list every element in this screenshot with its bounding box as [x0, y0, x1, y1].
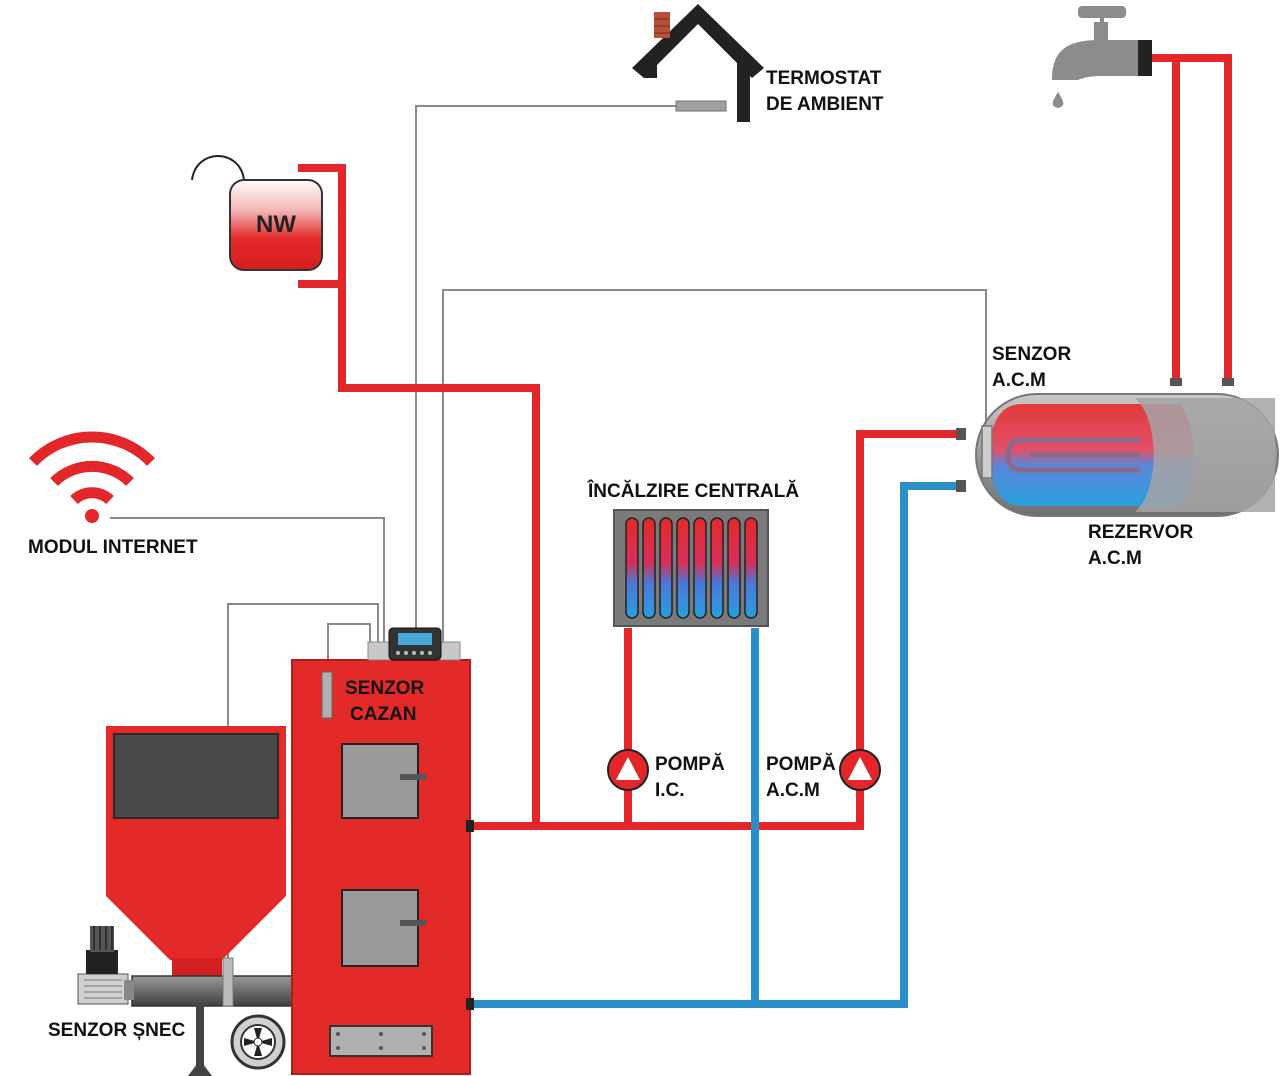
central-heating-label: ÎNCĂLZIRE CENTRALĂ [587, 480, 799, 502]
pump-ic-label: POMPĂ I.C. [655, 753, 730, 801]
screw-sensor-label: SENZOR ȘNEC [48, 1020, 186, 1041]
controller-icon [367, 627, 461, 661]
expansion-vessel: NW [191, 155, 323, 271]
boiler-lower-door [341, 889, 426, 967]
fan-icon [230, 1014, 286, 1070]
acm-tank [956, 393, 1279, 517]
boiler [291, 659, 474, 1075]
tank-fittings [1170, 378, 1234, 386]
thermostat-wire [415, 105, 676, 645]
hot-pipes [298, 54, 1232, 830]
boiler-supply-pipe [472, 430, 962, 830]
boiler-sensor-label: SENZOR CAZAN [345, 678, 429, 725]
boiler-sensor-wire [327, 623, 371, 680]
pump-icon [839, 749, 881, 791]
expansion-pipe [298, 164, 540, 826]
house-icon [632, 4, 764, 122]
acm-sensor-label: SENZOR A.C.M [992, 344, 1076, 391]
radiator-icon [613, 509, 769, 627]
auger [131, 957, 297, 1076]
tap-icon [1052, 6, 1152, 108]
cold-pipes [472, 482, 962, 1008]
boiler-upper-door [341, 743, 426, 819]
wifi-icon [29, 431, 155, 523]
acm-tank-label: REZERVOR A.C.M [1088, 522, 1199, 569]
tap-hot-pipe-a [1148, 54, 1180, 382]
room-thermostat [675, 100, 727, 112]
boiler-return-pipe [472, 482, 962, 1008]
pump-icon [607, 749, 649, 791]
auger-motor [77, 926, 134, 1005]
internet-module-label: MODUL INTERNET [28, 537, 198, 558]
thermostat-label: TERMOSTAT DE AMBIENT [766, 68, 887, 115]
pump-acm-label: POMPĂ A.C.M [766, 753, 841, 801]
tap-hot-pipe-b [1176, 54, 1232, 382]
expansion-vessel-label: NW [256, 211, 296, 238]
internet-module-wire [110, 517, 385, 645]
boiler-ash-door [329, 1025, 433, 1057]
pellet-hopper [106, 726, 286, 978]
acm-sensor-wire [442, 289, 987, 645]
